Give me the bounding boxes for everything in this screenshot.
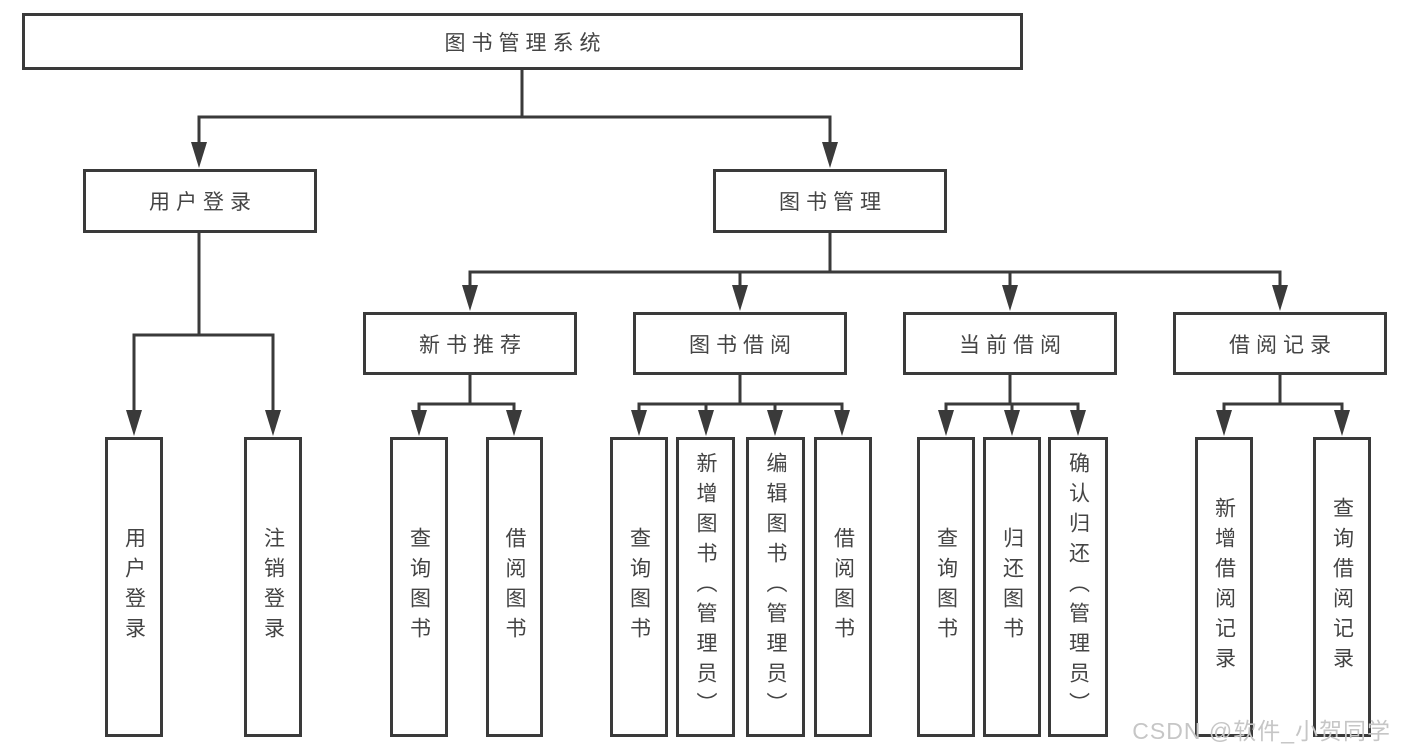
- node-label: 借阅记录: [1229, 333, 1337, 357]
- node-current-borrow: 当前借阅: [903, 312, 1117, 375]
- node-label: 查询借阅记录: [1330, 497, 1354, 677]
- node-label: 查询图书: [627, 527, 651, 647]
- edge-userlogin-rail: [132, 333, 275, 420]
- leaf-query-borrow-record: 查询借阅记录: [1313, 437, 1371, 737]
- leaf-recommend-query-books: 查询图书: [390, 437, 448, 737]
- node-label: 查询图书: [934, 527, 958, 647]
- leaf-edit-books-admin: 编辑图书（管理员）: [746, 437, 805, 737]
- leaf-logout: 注销登录: [244, 437, 302, 737]
- node-label: 新增图书（管理员）: [694, 452, 717, 722]
- edge-recommend-rail: [417, 402, 516, 420]
- node-book-borrow: 图书借阅: [633, 312, 847, 375]
- node-label: 编辑图书（管理员）: [764, 452, 787, 722]
- node-label: 图书管理: [779, 191, 887, 214]
- edge-level3-rail: [468, 270, 1282, 294]
- leaf-current-query-books: 查询图书: [917, 437, 975, 737]
- leaf-confirm-return-admin: 确认归还（管理员）: [1048, 437, 1108, 737]
- node-label: 图书借阅: [689, 333, 797, 357]
- leaf-return-books: 归还图书: [983, 437, 1041, 737]
- node-label: 用户登录: [149, 191, 257, 214]
- node-label: 注销登录: [261, 527, 285, 647]
- node-label: 图书管理系统: [444, 31, 607, 55]
- node-label: 用户登录: [122, 527, 146, 647]
- edge-records-rail: [1222, 402, 1344, 420]
- node-borrow-records: 借阅记录: [1173, 312, 1387, 375]
- leaf-borrow-query-books: 查询图书: [610, 437, 668, 737]
- leaf-borrow-books: 借阅图书: [814, 437, 872, 737]
- edge-borrow-rail: [637, 402, 844, 420]
- node-user-login: 用户登录: [83, 169, 317, 233]
- node-label: 借阅图书: [831, 527, 855, 647]
- leaf-recommend-borrow-books: 借阅图书: [486, 437, 543, 737]
- node-book-management: 图书管理: [713, 169, 947, 233]
- node-new-book-recommend: 新书推荐: [363, 312, 577, 375]
- node-label: 当前借阅: [959, 333, 1067, 357]
- node-label: 新增借阅记录: [1212, 497, 1236, 677]
- node-library-management-system: 图书管理系统: [22, 13, 1023, 70]
- leaf-user-login: 用户登录: [105, 437, 163, 737]
- csdn-watermark: CSDN @软件_小贺同学: [1132, 718, 1391, 744]
- node-label: 借阅图书: [503, 527, 526, 647]
- edge-level2-rail: [197, 115, 832, 150]
- leaf-add-books-admin: 新增图书（管理员）: [676, 437, 735, 737]
- node-label: 归还图书: [1000, 527, 1024, 647]
- node-label: 新书推荐: [419, 333, 527, 357]
- arrowheads: [126, 142, 1350, 436]
- node-label: 确认归还（管理员）: [1066, 452, 1090, 722]
- leaf-add-borrow-record: 新增借阅记录: [1195, 437, 1253, 737]
- node-label: 查询图书: [407, 527, 431, 647]
